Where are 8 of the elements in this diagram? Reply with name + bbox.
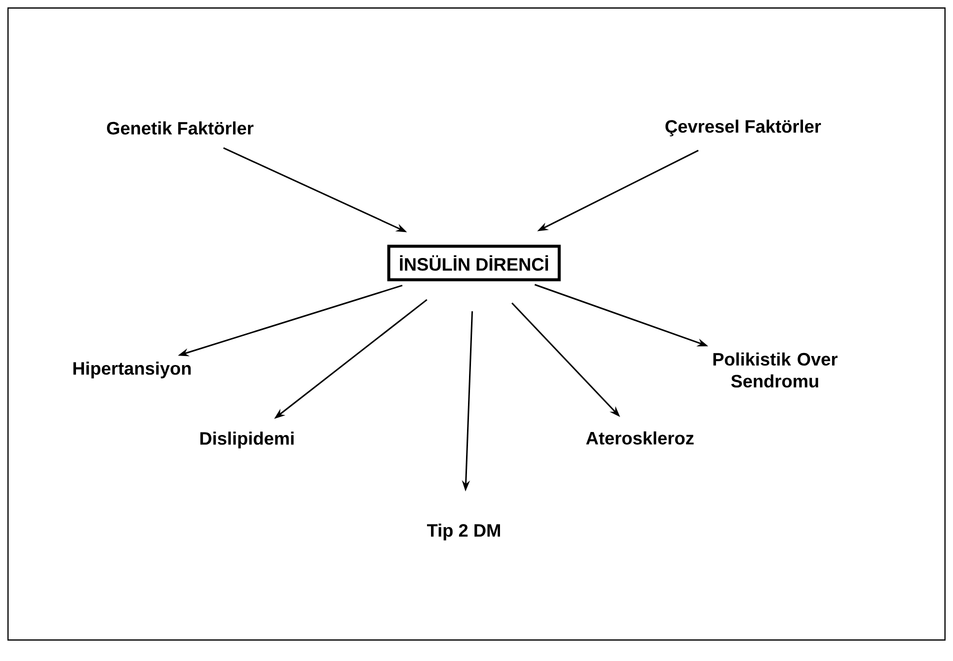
label-text: Hipertansiyon [73, 362, 191, 378]
label-text: Genetik Faktörler [107, 121, 254, 135]
label-text: Tip 2 DM [427, 524, 500, 540]
label-text: Polikistik Over Sendromu [713, 352, 838, 388]
label-text: Ateroskleroz [586, 431, 694, 445]
title-box: İNSÜLİN DİRENCİ [387, 244, 561, 282]
label-text: Dislipidemi [200, 432, 294, 448]
label-text: Çevresel Faktörler [666, 120, 821, 136]
